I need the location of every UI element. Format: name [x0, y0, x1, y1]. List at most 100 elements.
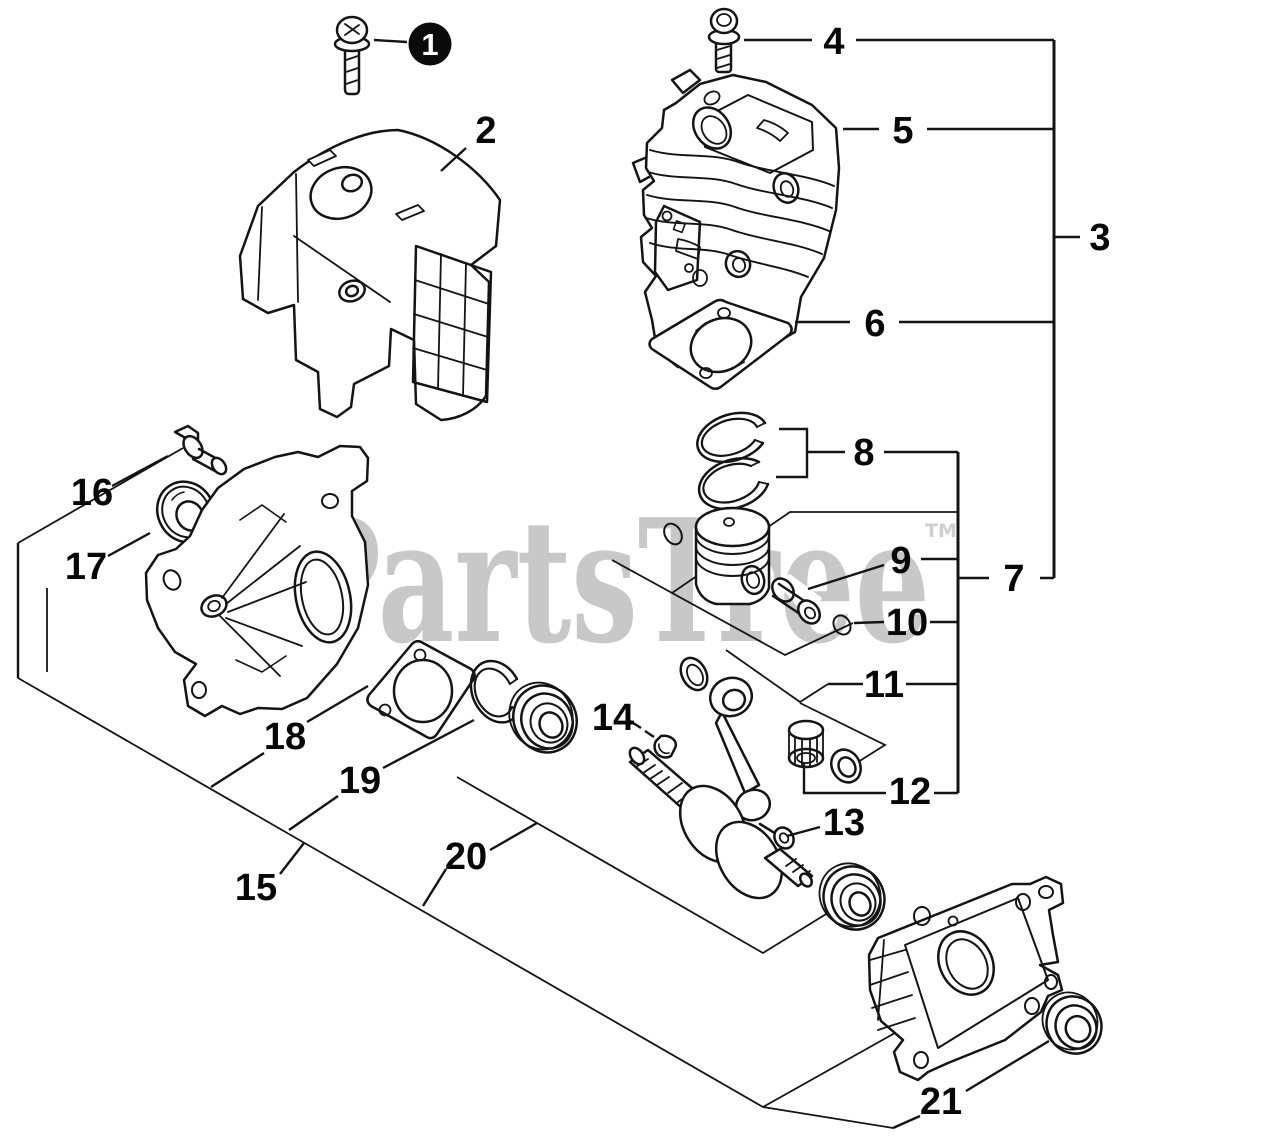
crankcase18-left-ear-hole	[162, 569, 182, 591]
oil-seal-pto	[1041, 991, 1103, 1055]
callout-17[interactable]: 17	[65, 546, 107, 588]
crankcase18-ribs	[219, 513, 307, 677]
gasket18-hole-bottom	[378, 703, 392, 717]
crankcase18-webs	[235, 504, 287, 673]
key-inner-line	[658, 743, 670, 755]
thrust-washer-inner	[837, 756, 857, 778]
pin-clip-right	[832, 614, 852, 636]
big-end-bearing-group	[787, 719, 862, 784]
crankcase21-bore-inner	[945, 938, 989, 990]
crank-pin-end	[773, 826, 795, 850]
callout-8[interactable]: 8	[853, 432, 874, 474]
seal-highlight	[171, 491, 185, 501]
leader-8	[776, 427, 958, 479]
cylinder-gasket-part-6	[648, 298, 793, 390]
needle-bearing-ribs	[788, 729, 824, 767]
crankcase18-outline	[144, 444, 370, 718]
screw-part-4	[707, 7, 741, 74]
crankshaft-part-13	[628, 746, 814, 900]
piston-plane-lower	[611, 559, 854, 657]
crankcase21-hole-tl	[913, 906, 931, 926]
cover-screw-hole	[340, 173, 364, 193]
leader-10	[853, 620, 958, 625]
screw-part-1	[333, 15, 371, 96]
axis-line-main	[17, 677, 894, 1129]
needle-bearing-top	[787, 719, 825, 741]
callout-21[interactable]: 21	[920, 1081, 962, 1123]
callout-13[interactable]: 13	[823, 802, 865, 844]
gasket18-hole-top	[413, 648, 427, 662]
callout-12[interactable]: 12	[889, 771, 931, 813]
fitting-part-16	[173, 424, 228, 476]
base-hole-1	[724, 249, 752, 279]
crankcase-gasket-part	[366, 640, 476, 740]
callout-16[interactable]: 16	[71, 472, 113, 514]
crankcase21-ear-hole-right	[1044, 974, 1058, 990]
watermark-text: PartsTree	[292, 482, 930, 682]
gasket-hole-1	[717, 307, 731, 319]
callout-2[interactable]: 2	[475, 110, 496, 152]
callout-14[interactable]: 14	[592, 697, 634, 739]
bearing20-race-outer	[520, 692, 574, 750]
leader-16	[111, 454, 169, 488]
axis-branch-crankcase	[762, 1028, 903, 1108]
callout-20[interactable]: 20	[445, 836, 487, 878]
snapring-outer	[469, 659, 521, 724]
crankcase18-hub	[200, 594, 228, 618]
snapring-inner	[473, 667, 514, 718]
callout-6[interactable]: 6	[864, 303, 885, 345]
callout-7[interactable]: 7	[1003, 558, 1024, 600]
pin-boss	[740, 564, 766, 596]
screw-threads	[345, 55, 359, 85]
callout-3[interactable]: 3	[1089, 217, 1110, 259]
callout-9[interactable]: 9	[890, 540, 911, 582]
bolt-head	[709, 7, 739, 35]
bearing20-outer	[512, 684, 578, 754]
cylinder-stub-top	[670, 68, 702, 95]
cover-outline	[238, 128, 502, 422]
pin-clip-left	[663, 522, 683, 546]
bearing2-bore	[848, 891, 872, 917]
callout-11[interactable]: 11	[864, 664, 904, 706]
leader-2	[440, 147, 467, 172]
pin-boss-hole	[745, 571, 761, 589]
leader-17	[107, 531, 151, 558]
rod-shaft	[714, 710, 761, 795]
ring2-outer	[697, 456, 770, 511]
leader-12	[802, 763, 958, 795]
crankcase21-ear-hole-top	[1038, 885, 1054, 899]
cover-recess	[309, 165, 373, 221]
cylinder-top-slot	[756, 119, 789, 142]
woodruff-key-part-14	[653, 734, 678, 759]
exhaust-port	[675, 238, 701, 260]
callout-10[interactable]: 10	[886, 602, 928, 644]
bolt-socket	[716, 13, 732, 27]
callout-1[interactable]: 1	[408, 22, 452, 66]
ball-bearing-pto	[818, 862, 886, 931]
cover-vent-slots	[307, 149, 425, 221]
callout-5[interactable]: 5	[892, 110, 913, 152]
construction-lines	[16, 447, 958, 1129]
seal21-rim	[1054, 1004, 1098, 1050]
flange-notch	[672, 220, 686, 234]
crankcase18-ear-hole	[321, 493, 339, 509]
crankcase21-hole-br	[1024, 997, 1040, 1015]
callout-1-circle	[408, 22, 452, 66]
piston-assembly	[663, 506, 852, 636]
callout-18[interactable]: 18	[264, 716, 306, 758]
callout-1-number: 1	[421, 27, 438, 62]
cover-boss-hole	[344, 284, 360, 298]
bolt-hole-upper-inner	[779, 180, 795, 198]
callout-15[interactable]: 15	[235, 867, 277, 909]
phillips-slot-icon	[344, 23, 360, 36]
trademark-symbol: TM	[925, 520, 957, 542]
crankcase21-hole-tr	[1015, 893, 1031, 911]
partstree-watermark: PartsTree TM	[292, 482, 957, 682]
callout-4[interactable]: 4	[823, 21, 844, 63]
callout-19[interactable]: 19	[339, 760, 381, 802]
leader-14	[629, 719, 655, 738]
crankcase21-bore-outer	[937, 930, 995, 996]
cover-boss	[338, 279, 366, 303]
ball-bearing-part-20	[508, 681, 578, 754]
tail-end-face	[799, 872, 813, 888]
